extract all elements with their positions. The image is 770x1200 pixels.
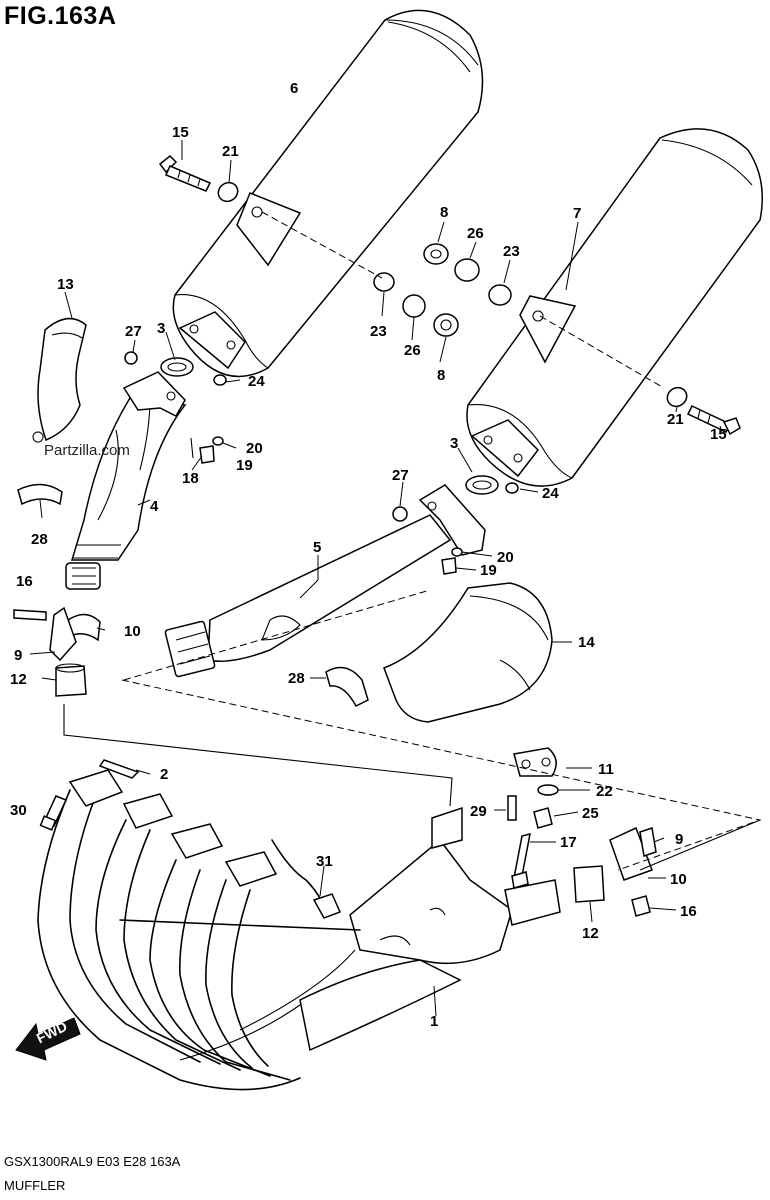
callout-3: 3 bbox=[157, 320, 165, 337]
callout-31: 31 bbox=[316, 853, 333, 870]
leader-lines bbox=[29, 140, 723, 1017]
callout-24: 24 bbox=[542, 485, 559, 502]
callout-16: 16 bbox=[16, 573, 33, 590]
watermark-text: Partzilla.com bbox=[44, 442, 130, 459]
callout-29: 29 bbox=[470, 803, 487, 820]
callout-21: 21 bbox=[222, 143, 239, 160]
callout-21: 21 bbox=[667, 411, 684, 428]
figure-title: FIG.163A bbox=[4, 2, 117, 30]
oxygen-sensor-31[interactable] bbox=[271, 839, 342, 919]
callout-27: 27 bbox=[392, 467, 409, 484]
right-bolt-15[interactable] bbox=[686, 405, 741, 436]
right-gasket-3[interactable] bbox=[465, 475, 499, 495]
watermark: Partzilla.com bbox=[32, 431, 130, 459]
callout-15: 15 bbox=[172, 124, 189, 141]
callout-28: 28 bbox=[288, 670, 305, 687]
callout-12: 12 bbox=[10, 671, 27, 688]
callout-18: 18 bbox=[182, 470, 199, 487]
right-heat-cover[interactable] bbox=[383, 582, 553, 723]
callout-1: 1 bbox=[430, 1013, 438, 1030]
fwd-arrow-icon: FWD bbox=[15, 1017, 81, 1061]
callout-17: 17 bbox=[560, 834, 577, 851]
left-link-pipe[interactable] bbox=[65, 371, 187, 590]
callout-11: 11 bbox=[598, 761, 614, 778]
exhaust-stud-30[interactable] bbox=[39, 795, 68, 831]
model-code: GSX1300RAL9 E03 E28 163A bbox=[4, 1154, 181, 1169]
clamps[interactable] bbox=[13, 483, 657, 917]
callout-7: 7 bbox=[573, 205, 581, 222]
callout-3: 3 bbox=[450, 435, 458, 452]
washers-21[interactable] bbox=[215, 179, 691, 410]
callout-23: 23 bbox=[503, 243, 520, 260]
section-name: MUFFLER bbox=[4, 1178, 66, 1193]
callout-8: 8 bbox=[440, 204, 448, 221]
callout-27: 27 bbox=[125, 323, 142, 340]
callout-20: 20 bbox=[497, 549, 514, 566]
callout-10: 10 bbox=[124, 623, 141, 640]
left-gasket-3[interactable] bbox=[160, 357, 194, 377]
diagram-footer: GSX1300RAL9 E03 E28 163A MUFFLER bbox=[4, 1150, 180, 1198]
callout-9: 9 bbox=[14, 647, 22, 664]
callout-13: 13 bbox=[57, 276, 74, 293]
exhaust-pipe-assembly[interactable] bbox=[37, 789, 561, 1091]
callout-22: 22 bbox=[596, 783, 613, 800]
exhaust-flanges[interactable] bbox=[68, 759, 278, 887]
callout-24: 24 bbox=[248, 373, 265, 390]
hanger-bracket-11[interactable] bbox=[513, 747, 557, 777]
small-fasteners[interactable] bbox=[124, 351, 519, 575]
callout-30: 30 bbox=[10, 802, 27, 819]
callout-25: 25 bbox=[582, 805, 599, 822]
hardware-22-25-29-17[interactable] bbox=[507, 784, 559, 889]
callout-2: 2 bbox=[160, 766, 168, 783]
callout-20: 20 bbox=[246, 440, 263, 457]
callout-14: 14 bbox=[578, 634, 595, 651]
callout-19: 19 bbox=[480, 562, 497, 579]
callout-15: 15 bbox=[710, 426, 727, 443]
left-silencer[interactable] bbox=[172, 9, 484, 378]
right-silencer[interactable] bbox=[466, 128, 763, 487]
callout-23: 23 bbox=[370, 323, 387, 340]
alignment-lines bbox=[63, 211, 762, 871]
callout-10: 10 bbox=[670, 871, 687, 888]
mount-bushings[interactable] bbox=[373, 243, 512, 337]
left-bolt-15[interactable] bbox=[158, 154, 212, 192]
right-link-pipe[interactable] bbox=[164, 484, 486, 678]
callout-26: 26 bbox=[404, 342, 421, 359]
callout-19: 19 bbox=[236, 457, 253, 474]
callout-9: 9 bbox=[675, 831, 683, 848]
left-heat-cover[interactable] bbox=[37, 317, 87, 442]
callout-4: 4 bbox=[150, 498, 159, 515]
callout-26: 26 bbox=[467, 225, 484, 242]
callout-28: 28 bbox=[31, 531, 48, 548]
callout-12: 12 bbox=[582, 925, 599, 942]
callout-5: 5 bbox=[313, 539, 321, 556]
callout-8: 8 bbox=[437, 367, 445, 384]
callout-16: 16 bbox=[680, 903, 697, 920]
callout-6: 6 bbox=[290, 80, 298, 97]
callout-numbers: 6 15 21 13 27 3 24 20 19 18 4 28 16 10 9… bbox=[10, 80, 727, 1030]
